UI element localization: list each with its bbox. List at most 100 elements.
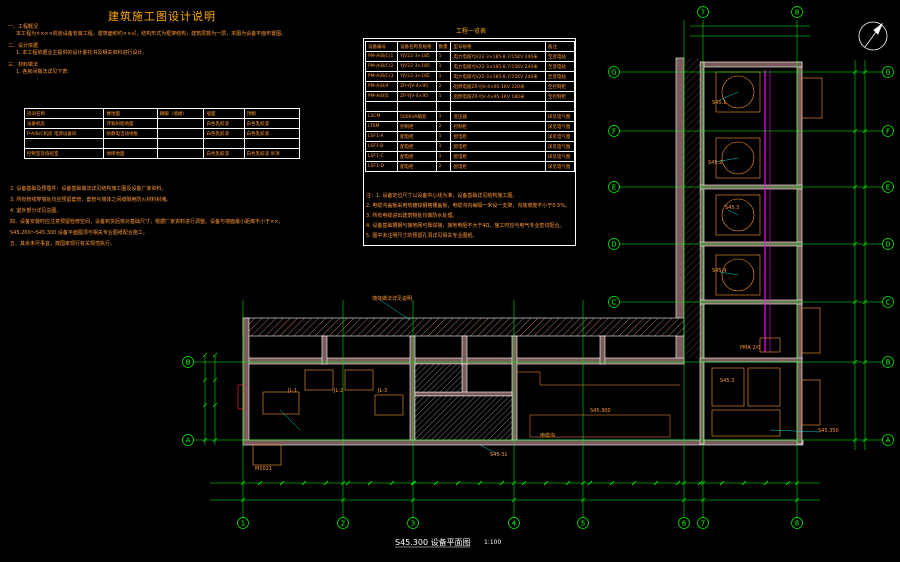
axis-bubble-left-label: A — [186, 437, 191, 445]
table-cell: 楼地面 — [103, 108, 158, 119]
table-cell — [156, 138, 205, 149]
note-line: 五、其余未尽事宜，按国家现行有关规范执行。 — [10, 241, 116, 247]
partition-6 — [461, 363, 468, 395]
table-cell: 1 — [435, 71, 452, 82]
table-cell: 配电柜 — [450, 151, 546, 162]
label-tank-3: S45.3 — [725, 205, 740, 211]
axis-bubble-top-label: 8 — [795, 9, 799, 17]
axis-bubble-left — [608, 181, 620, 193]
label-room-c: JL-3 — [378, 388, 388, 394]
axis-bubble-left — [608, 125, 620, 137]
axis-bubble-bottom — [678, 517, 690, 529]
table-cell: 1 — [435, 131, 452, 142]
corridor-box — [529, 414, 671, 438]
table-cell: ZR-YJV-4×95 — [397, 81, 437, 92]
dimension-tick — [212, 437, 218, 443]
leader-7 — [279, 409, 301, 431]
equip-box-3 — [711, 409, 781, 437]
dimension-ticks — [202, 69, 868, 503]
corridor-pipe — [517, 371, 680, 386]
dimension-tick — [862, 437, 868, 443]
axis-bubble-left-label: B — [186, 359, 191, 367]
axis-bubble-left — [182, 356, 194, 368]
north-arrow-symbol — [858, 21, 888, 51]
axis-bubble-bottom — [791, 517, 803, 529]
table-cell: LTSM — [364, 121, 399, 132]
table-cell — [103, 138, 158, 149]
table-cell: 至控制柜 — [544, 81, 576, 92]
note-line: 本工程为××××机房设备安装工程，建筑面积约××㎡，结构形式为框架结构，建筑层数… — [16, 31, 287, 37]
partition-5 — [599, 335, 606, 365]
wall-horizontal-bottom — [242, 439, 804, 446]
dimension-tick — [681, 480, 687, 486]
table-cell: 白色乳胶漆 — [203, 118, 245, 129]
table-cell: 1 — [435, 161, 452, 172]
label-room-b: JL-2 — [334, 388, 344, 394]
table-cell — [397, 101, 437, 112]
dimension-tick — [862, 128, 868, 134]
dimension-tick — [511, 480, 517, 486]
dimension-tick — [543, 480, 549, 486]
label-equip-c: PMA 2/0 — [740, 345, 761, 351]
table-cell: 设备机房 — [23, 118, 105, 129]
partition-2 — [409, 335, 416, 441]
dimension-tick — [202, 377, 208, 383]
axis-bubble-top — [791, 6, 803, 18]
dimension-tick — [511, 497, 517, 503]
table-cell: PM-A(B)5 — [364, 91, 399, 102]
leader-2 — [719, 91, 739, 101]
leader-4 — [727, 209, 739, 216]
table-cell — [156, 118, 205, 129]
table-cell: 1 — [435, 91, 452, 102]
table-cell — [435, 101, 452, 112]
axis-bubble-left-label: C — [612, 299, 617, 307]
dimension-tick — [410, 497, 416, 503]
dimension-tick — [653, 480, 659, 486]
dimension-tick — [697, 480, 703, 486]
plan-scale: 1:100 — [484, 539, 502, 546]
table-row: 房间名称楼地面踢脚（墙裙）墙面顶棚 — [23, 108, 301, 119]
dimension-tick — [565, 480, 571, 486]
table-cell: 详见电气图 — [544, 141, 576, 152]
axis-bubble-right — [882, 125, 894, 137]
footnote-line: 注：1. 设备定位尺寸以设备中心线为准，设备基础详见结构施工图。 — [366, 193, 518, 199]
left-equip-4 — [374, 394, 404, 416]
dimension-tick — [587, 480, 593, 486]
table-cell: 配电柜 — [450, 141, 546, 152]
equip-box-4 — [759, 337, 781, 353]
partition-3 — [461, 335, 468, 365]
label-cable-trench: 电缆沟 — [540, 433, 556, 439]
dimension-tick — [700, 480, 706, 486]
axis-bubble-bottom-label: 8 — [795, 520, 799, 528]
table-cell: LSCM — [364, 111, 399, 122]
table-cell: 环氧树脂地面 — [103, 118, 158, 129]
dimension-tick — [862, 299, 868, 305]
main-title: 建筑施工图设计说明 — [108, 10, 216, 23]
table-cell: 白色乳胶漆 吊顶 — [243, 148, 301, 159]
footnote-line: 2. 电缆沟盖板采用热镀锌钢格栅盖板，电缆沟内每隔一米设一支架，沟底坡度不小于0… — [366, 203, 571, 209]
dimension-tick — [202, 437, 208, 443]
left-equip-3 — [344, 369, 374, 391]
dimension-tick — [785, 480, 791, 486]
table-cell — [156, 128, 205, 139]
footnote-line: 3. 所有电缆进出建筑物处均做防水处理。 — [366, 213, 458, 219]
table-cell: 地砖地面 — [103, 148, 158, 159]
table-cell: PM-A(B/C)1 — [364, 51, 399, 62]
dimension-tick — [202, 352, 208, 358]
design-notes: 一、工程概况 本工程为××××机房设备安装工程，建筑面积约××㎡，结构形式为框架… — [8, 24, 338, 76]
dimension-tick — [389, 480, 395, 486]
design-notes-after: 2. 设备基础及预埋件：设备基础做法详见结构施工图及设备厂家资料。 3. 所有管… — [10, 186, 350, 248]
wall-vertical-top — [699, 61, 803, 68]
table-cell: PM-A(B)4 — [364, 81, 399, 92]
table-cell: 配电柜 — [397, 141, 437, 152]
dimension-tick — [675, 480, 681, 486]
note-line: 2. 设备基础及预埋件：设备基础做法详见结构施工图及设备厂家资料。 — [10, 186, 167, 192]
wall-horizontal-left — [242, 317, 250, 444]
table-cell: 详见电气图 — [544, 131, 576, 142]
axis-bubble-bottom — [697, 517, 709, 529]
axis-bubble-right — [882, 356, 894, 368]
